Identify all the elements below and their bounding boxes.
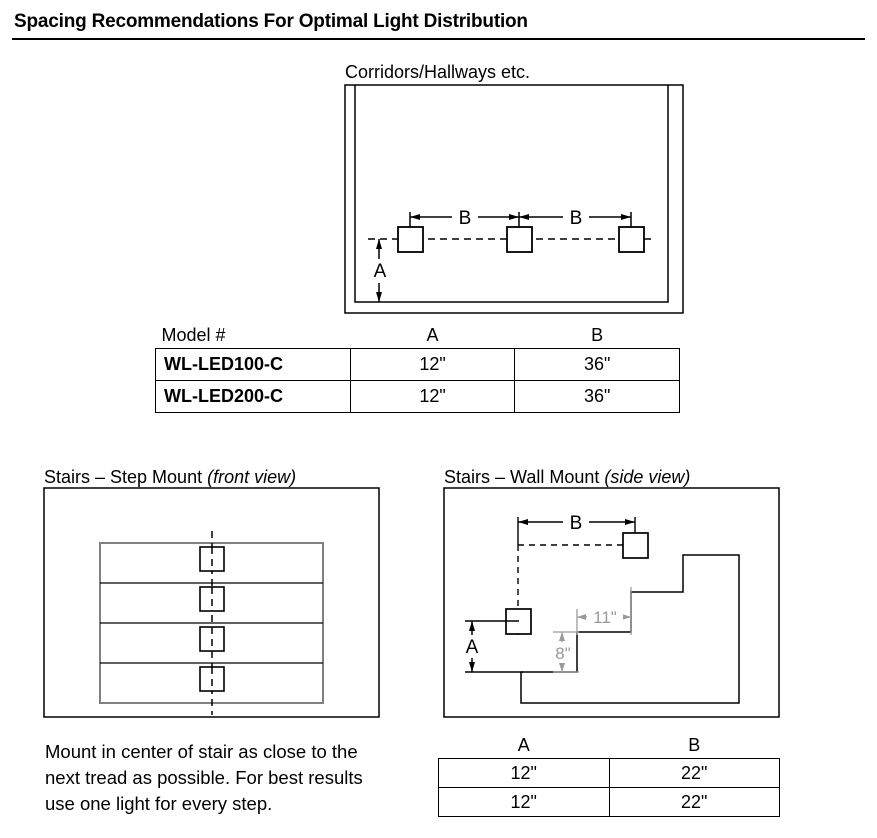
dimension-label-b-left: B <box>459 208 472 229</box>
arrowhead <box>559 663 565 672</box>
table-row: WL-LED100-C 12" 36" <box>155 348 680 381</box>
dimension-label-a: A <box>466 637 479 658</box>
light-fixture <box>618 226 645 253</box>
cell-b: 36" <box>514 348 680 381</box>
page-title: Spacing Recommendations For Optimal Ligh… <box>14 11 528 32</box>
column-header-model: Model # <box>161 324 226 345</box>
corridor-diagram: B B A <box>344 84 684 316</box>
arrowhead <box>410 214 420 220</box>
cell-b: 22" <box>608 758 780 788</box>
label-backdrop <box>563 206 589 228</box>
table-header-row: A B <box>439 733 780 759</box>
dimension-label-b: B <box>570 513 583 534</box>
cell-model: WL-LED200-C <box>155 380 351 413</box>
step-mount-note: Mount in center of stair as close to the… <box>45 741 363 814</box>
table-header-row: Model # A B <box>156 322 680 349</box>
arrowhead <box>376 292 382 302</box>
cell-a: 12" <box>349 380 516 413</box>
stairs-spacing-table: A B 12" 22" 12" 22" <box>438 733 780 817</box>
dimension-label-riser: 8" <box>555 644 571 663</box>
stair-profile-outline <box>520 554 740 704</box>
arrowhead <box>559 632 565 641</box>
light-fixture <box>397 226 424 253</box>
arrowhead <box>519 214 529 220</box>
title-divider <box>12 38 865 40</box>
label-backdrop <box>460 635 484 658</box>
cell-a: 12" <box>349 348 516 381</box>
column-header-a: A <box>517 735 530 755</box>
step-mount-frame <box>43 487 380 718</box>
column-header-b: B <box>591 324 604 345</box>
table-row: WL-LED200-C 12" 36" <box>155 380 680 413</box>
step-mount-caption-view: (front view) <box>207 467 297 487</box>
wall-mount-diagram: B A 11" 8" <box>443 487 780 718</box>
wall-mount-frame <box>443 487 780 718</box>
step-mount-caption: Stairs – Step Mount (front view) <box>44 467 296 488</box>
label-backdrop <box>550 642 576 663</box>
corridor-inner-wall <box>354 85 669 303</box>
column-header-a: A <box>426 324 439 345</box>
column-header-b: B <box>688 735 701 755</box>
cell-a: 12" <box>438 758 610 788</box>
corridor-diagram-caption: Corridors/Hallways etc. <box>345 62 531 82</box>
arrowhead <box>518 519 528 525</box>
light-fixture <box>506 226 533 253</box>
arrowhead <box>469 621 475 631</box>
label-backdrop <box>452 206 478 228</box>
dimension-label-a: A <box>374 261 387 282</box>
label-backdrop <box>368 259 392 283</box>
label-backdrop <box>587 606 623 627</box>
wall-mount-caption-view: (side view) <box>604 467 691 487</box>
wall-mount-caption: Stairs – Wall Mount (side view) <box>444 467 690 488</box>
cell-b: 36" <box>514 380 680 413</box>
dimension-label-tread: 11" <box>593 608 617 627</box>
step-mount-caption-main: Stairs – Step Mount <box>44 467 208 487</box>
model-spacing-table: Model # A B WL-LED100-C 12" 36" WL-LED20… <box>155 322 680 413</box>
step-mount-diagram <box>43 487 380 718</box>
table-row: 12" 22" <box>438 787 780 817</box>
cell-a: 12" <box>438 787 610 817</box>
cell-model: WL-LED100-C <box>155 348 351 381</box>
arrowhead <box>621 214 631 220</box>
arrowhead <box>625 519 635 525</box>
table-row: 12" 22" <box>438 758 780 788</box>
dimension-label-b-right: B <box>570 208 583 229</box>
cell-b: 22" <box>608 787 780 817</box>
arrowhead <box>509 214 519 220</box>
light-fixture-upper <box>622 532 649 559</box>
arrowhead <box>376 239 382 249</box>
label-backdrop <box>563 511 589 533</box>
arrowhead <box>469 662 475 672</box>
corridor-outer-wall <box>344 84 684 314</box>
wall-mount-caption-main: Stairs – Wall Mount <box>444 467 605 487</box>
arrowhead <box>577 614 586 620</box>
arrowhead <box>622 614 631 620</box>
